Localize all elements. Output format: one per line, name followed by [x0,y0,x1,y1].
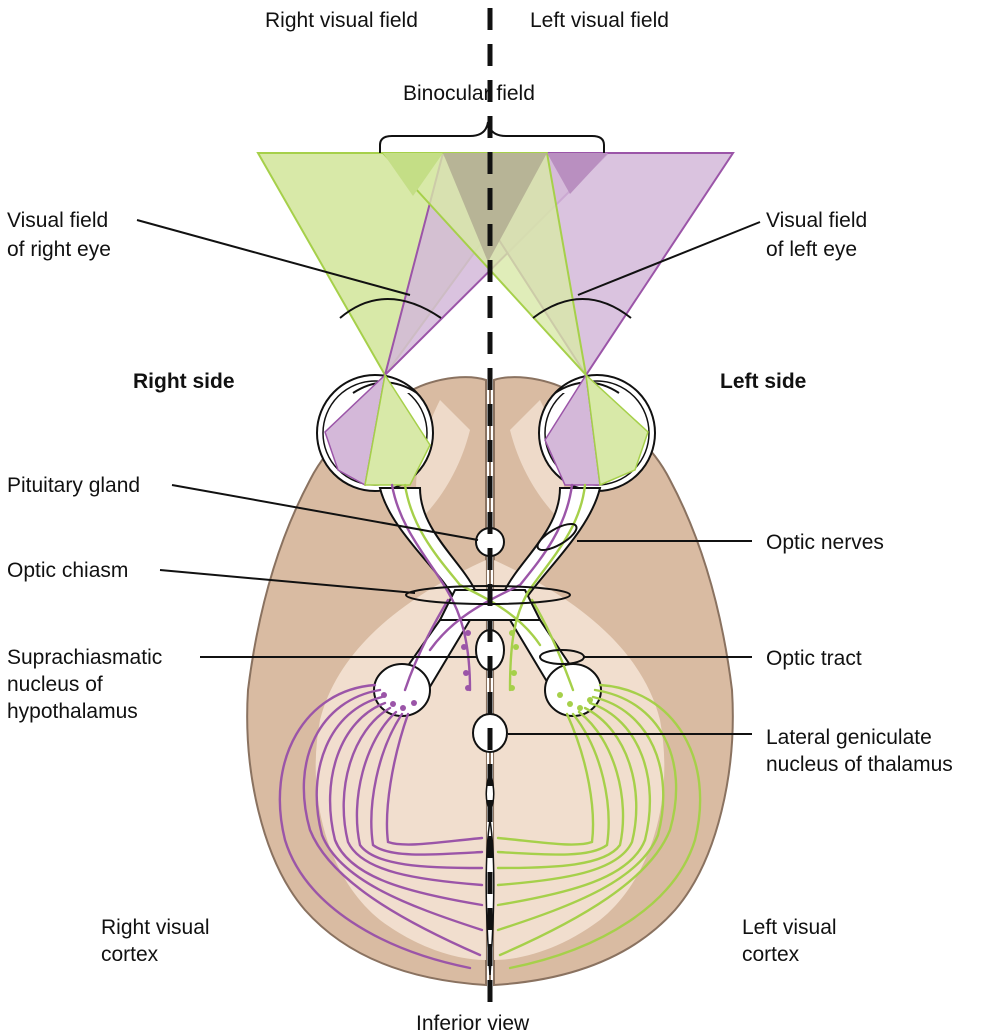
left-eye [538,372,656,492]
angle-arc-right-eye [339,298,442,319]
overlap-purple-right [547,153,608,194]
labels: Right visual field Left visual field Bin… [7,9,953,1035]
label-visual-field-right-eye-1: Visual field [7,209,108,232]
label-binocular-field: Binocular field [403,82,535,105]
label-right-visual-cortex-2: cortex [101,943,159,966]
label-optic-nerves: Optic nerves [766,531,884,554]
label-suprachiasmatic-3: hypothalamus [7,700,138,723]
label-visual-field-left-eye-2: of left eye [766,238,857,261]
right-eye [316,372,434,492]
visual-fields [256,121,735,379]
label-optic-tract: Optic tract [766,647,862,670]
overlap-green-left [383,153,443,196]
label-inferior-view: Inferior view [416,1012,530,1035]
label-visual-field-left-eye-1: Visual field [766,209,867,232]
leader-lines [136,219,761,735]
label-suprachiasmatic-1: Suprachiasmatic [7,646,162,669]
label-visual-field-right-eye-2: of right eye [7,238,111,261]
label-left-side: Left side [720,370,806,393]
optic-radiations-left [496,683,702,970]
optic-pathway [373,483,602,976]
right-eye-green-cone [364,372,431,486]
label-left-visual-cortex-1: Left visual [742,916,837,939]
left-eye-green-cone [584,373,649,487]
brain [246,376,734,987]
label-left-visual-cortex-2: cortex [742,943,800,966]
label-pituitary-gland: Pituitary gland [7,474,140,497]
label-right-visual-field: Right visual field [265,9,418,32]
label-lgn-2: nucleus of thalamus [766,753,953,776]
label-right-visual-cortex-1: Right visual [101,916,210,939]
label-lgn-1: Lateral geniculate [766,726,932,749]
label-left-visual-field: Left visual field [530,9,669,32]
label-right-side: Right side [133,370,235,393]
optic-radiations-right [278,683,484,970]
binocular-overlap [443,153,547,262]
angle-arc-left-eye [532,298,632,319]
label-optic-chiasm: Optic chiasm [7,559,128,582]
label-suprachiasmatic-2: nucleus of [7,673,103,696]
